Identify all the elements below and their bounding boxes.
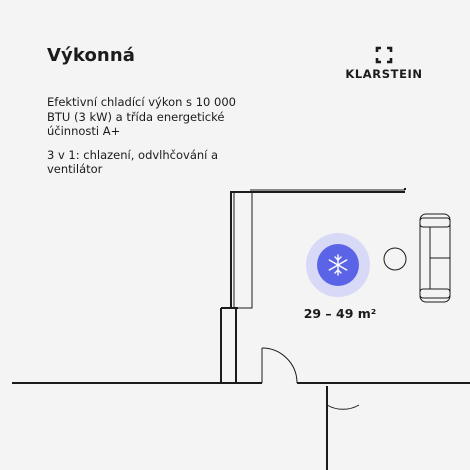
door-lower-swing: [326, 404, 360, 410]
coffee-table: [383, 247, 407, 271]
room-area-label: 29 – 49 m²: [303, 306, 377, 321]
sofa: [419, 213, 451, 303]
snowflake-icon: [328, 254, 348, 276]
cooling-capacity-text: Efektivní chladící výkon s 10 000 BTU (3…: [47, 95, 236, 138]
brand-name: KLARSTEIN: [345, 67, 423, 81]
feature-description: Efektivní chladící výkon s 10 000 BTU (3…: [47, 95, 257, 186]
cabinet: [233, 191, 253, 309]
klarstein-logo-icon: [375, 46, 393, 64]
page-title: Výkonná: [47, 45, 135, 66]
three-in-one-text: 3 v 1: chlazení, odvlhčování a ventiláto…: [47, 147, 219, 177]
door-upper-swing: [261, 347, 298, 384]
brand-logo: KLARSTEIN: [343, 46, 425, 81]
